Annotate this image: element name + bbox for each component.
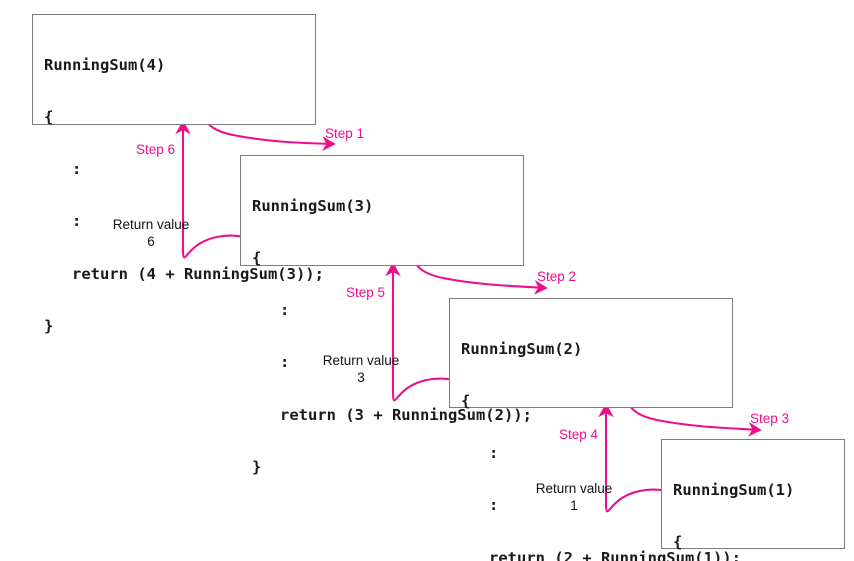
code-line: } xyxy=(44,316,54,335)
return-value-number: 1 xyxy=(570,498,578,513)
step-label-step-3: Step 3 xyxy=(750,411,790,426)
return-value-caption: Return value xyxy=(535,481,613,496)
step-label-step-6: Step 6 xyxy=(136,142,176,157)
code-line: { xyxy=(673,533,683,552)
code-body-running-sum-1: RunningSum(1) { return 1; } xyxy=(662,440,844,561)
code-body-running-sum-3: RunningSum(3) { : : return (3 + RunningS… xyxy=(241,156,532,511)
code-line: return (3 + RunningSum(2)); xyxy=(252,405,532,424)
code-box-running-sum-3: RunningSum(3) { : : return (3 + RunningS… xyxy=(240,155,532,476)
code-line: { xyxy=(461,392,471,411)
code-line: return (2 + RunningSum(1)); xyxy=(461,548,741,561)
code-line: RunningSum(2) xyxy=(461,339,583,358)
return-value-caption: Return value xyxy=(322,353,400,368)
code-line: : xyxy=(44,212,82,231)
code-box-running-sum-4: RunningSum(4) { : : return (4 + RunningS… xyxy=(32,14,324,335)
code-line: RunningSum(3) xyxy=(252,196,374,215)
code-line: } xyxy=(252,457,262,476)
code-line: : xyxy=(252,353,290,372)
code-box-running-sum-2: RunningSum(2) { : : return (2 + RunningS… xyxy=(449,298,741,561)
code-line: RunningSum(1) xyxy=(673,480,795,499)
step-label-step-4: Step 4 xyxy=(559,427,599,442)
step-label-step-5: Step 5 xyxy=(346,285,386,300)
return-value-label-6: Return value 6 xyxy=(99,216,203,250)
return-value-number: 3 xyxy=(357,370,365,385)
code-line: RunningSum(4) xyxy=(44,55,166,74)
code-box-running-sum-1: RunningSum(1) { return 1; } xyxy=(661,439,845,551)
code-line: : xyxy=(252,301,290,320)
code-body-running-sum-4: RunningSum(4) { : : return (4 + RunningS… xyxy=(33,15,324,370)
code-body-running-sum-2: RunningSum(2) { : : return (2 + RunningS… xyxy=(450,299,741,561)
return-value-caption: Return value xyxy=(112,217,190,232)
code-line: : xyxy=(461,496,499,515)
code-line: : xyxy=(44,160,82,179)
code-line: { xyxy=(252,249,262,268)
step-label-step-2: Step 2 xyxy=(537,269,577,284)
code-line: : xyxy=(461,444,499,463)
return-value-label-3: Return value 3 xyxy=(309,352,413,386)
return-value-number: 6 xyxy=(147,234,155,249)
code-line: return (4 + RunningSum(3)); xyxy=(44,264,324,283)
code-line: { xyxy=(44,108,54,127)
return-value-label-1: Return value 1 xyxy=(522,480,626,514)
step-label-step-1: Step 1 xyxy=(325,126,365,141)
